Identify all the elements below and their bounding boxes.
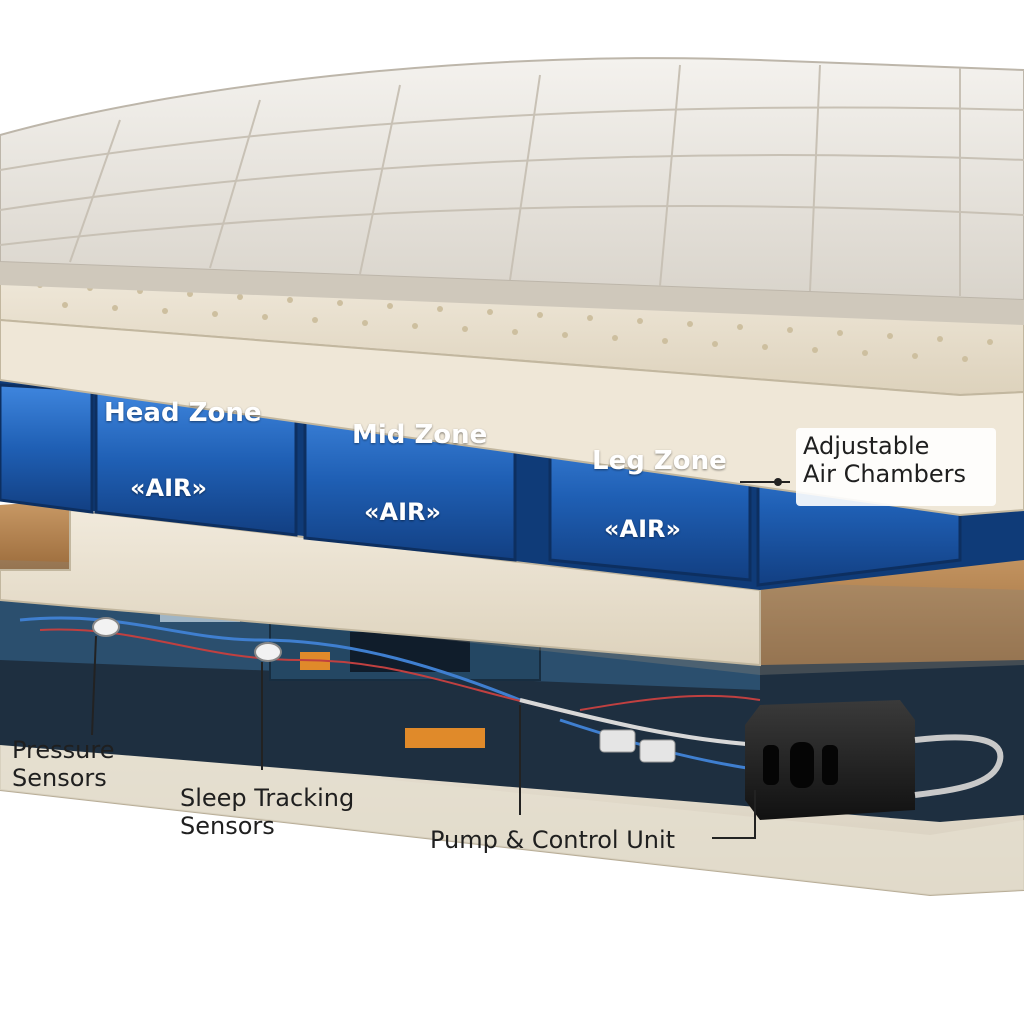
pillow-top-cover — [0, 57, 1024, 325]
leg-zone-label: Leg Zone — [592, 446, 727, 476]
pressure-sensor-icon — [254, 642, 282, 662]
arrow-left-icon: « — [604, 515, 620, 543]
arrow-right-icon: » — [425, 498, 442, 526]
arrow-right-icon: » — [665, 515, 682, 543]
arrow-right-icon: » — [191, 474, 208, 502]
pressure-sensor-icon — [92, 617, 120, 637]
quilting-stitches — [0, 64, 1024, 296]
arrow-left-icon: « — [130, 474, 146, 502]
foam-perforations — [37, 282, 993, 362]
pump-control-callout: Pump & Control Unit — [430, 826, 676, 854]
connector-orange — [405, 728, 485, 748]
air-chamber-edge — [0, 383, 94, 514]
arrow-left-icon: « — [364, 498, 380, 526]
mid-zone-label: Mid Zone — [352, 420, 488, 450]
sleep-tracking-callout: Sleep Tracking Sensors — [180, 784, 355, 841]
air-chambers-callout-bg — [796, 428, 996, 506]
leader-lines — [91, 481, 790, 839]
head-zone-label: Head Zone — [104, 398, 262, 428]
head-zone-air: «AIR» — [130, 474, 208, 502]
pump-unit-icon — [745, 700, 1004, 820]
air-chambers-callout: Adjustable Air Chambers — [803, 432, 967, 489]
leg-zone-air: «AIR» — [604, 515, 682, 543]
mid-zone-air: «AIR» — [364, 498, 442, 526]
pressure-sensors-callout: Pressure Sensors — [12, 736, 115, 793]
